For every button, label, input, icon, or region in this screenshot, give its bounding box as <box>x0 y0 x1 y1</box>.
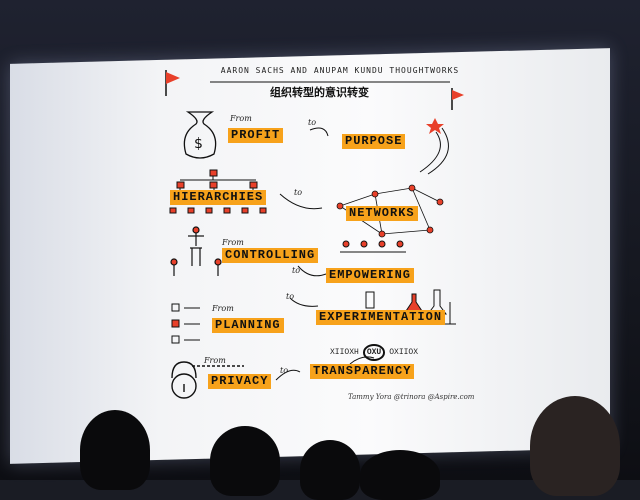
to-label: to <box>280 366 289 375</box>
word-planning: PLANNING <box>212 318 284 333</box>
people-row-icon <box>340 240 406 253</box>
to-label: to <box>286 292 295 301</box>
word-purpose: PURPOSE <box>342 134 406 149</box>
from-label: From <box>230 114 252 123</box>
sketchnote-slide: $ <box>150 62 480 412</box>
mirror-text-right: OXIIOX <box>389 348 419 357</box>
credit-line: Tammy Yora @trinora @Aspire.com <box>348 393 475 401</box>
right-flag-icon <box>451 88 464 110</box>
audience-silhouettes <box>0 396 640 500</box>
money-bag-icon: $ <box>183 111 217 159</box>
audience-head <box>300 440 360 500</box>
word-networks: NETWORKS <box>346 206 418 221</box>
from-label: From <box>204 356 226 365</box>
left-flag-icon <box>165 70 180 96</box>
chinese-title: 组织转型的意识转变 <box>270 86 369 99</box>
from-label: From <box>222 238 244 247</box>
audience-head <box>80 410 150 490</box>
checklist-icon <box>171 303 200 344</box>
word-privacy: PRIVACY <box>208 374 272 389</box>
mirror-text-left: XIIOXH <box>330 348 359 357</box>
magnifier-icon: OXU <box>362 344 386 361</box>
sketch-drawings: $ <box>165 70 464 399</box>
word-empowering: EMPOWERING <box>326 268 415 283</box>
arrow-icon <box>275 369 301 381</box>
svg-text:$: $ <box>194 136 203 152</box>
word-transparency: TRANSPARENCY <box>310 364 415 379</box>
arrow-icon <box>309 127 329 137</box>
slide-header: AARON SACHS AND ANUPAM KUNDU THOUGHTWORK… <box>220 66 460 75</box>
arrow-icon <box>279 193 323 210</box>
to-label: to <box>294 188 303 197</box>
arrow-icon <box>289 297 319 307</box>
padlock-icon <box>171 361 244 399</box>
puppet-figures-icon <box>170 226 222 276</box>
word-profit: PROFIT <box>228 128 284 143</box>
network-icon <box>336 184 444 238</box>
to-label: to <box>292 266 301 275</box>
star-icon <box>426 118 444 134</box>
audience-head <box>360 450 440 500</box>
word-experimentation: EXPERIMENTATION <box>316 310 446 325</box>
arrow-icon <box>297 265 327 277</box>
audience-head <box>530 396 620 496</box>
to-label: to <box>308 118 317 127</box>
audience-head <box>210 426 280 496</box>
word-controlling: CONTROLLING <box>222 248 319 263</box>
word-hierarchies: HIERARCHIES <box>170 190 267 205</box>
from-label: From <box>212 304 234 313</box>
